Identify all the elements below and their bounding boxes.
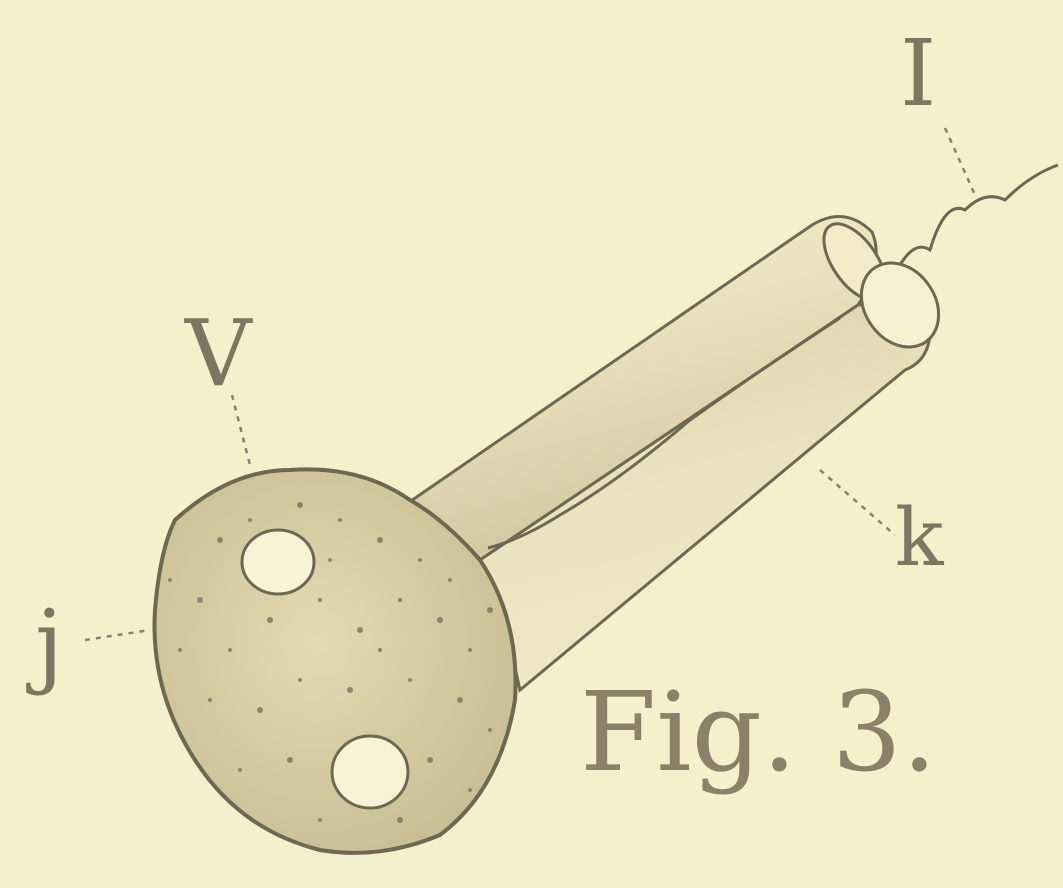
lower-hole — [332, 736, 408, 808]
label-j: j — [26, 590, 64, 697]
label-V: V — [184, 300, 253, 407]
leader-j — [85, 630, 150, 640]
upper-hole — [242, 530, 314, 594]
thread — [900, 165, 1058, 265]
leader-I — [945, 128, 975, 195]
leader-k — [820, 470, 895, 535]
label-I: I — [900, 20, 936, 127]
label-k: k — [895, 491, 945, 584]
figure-caption: Fig. 3. — [580, 668, 937, 796]
